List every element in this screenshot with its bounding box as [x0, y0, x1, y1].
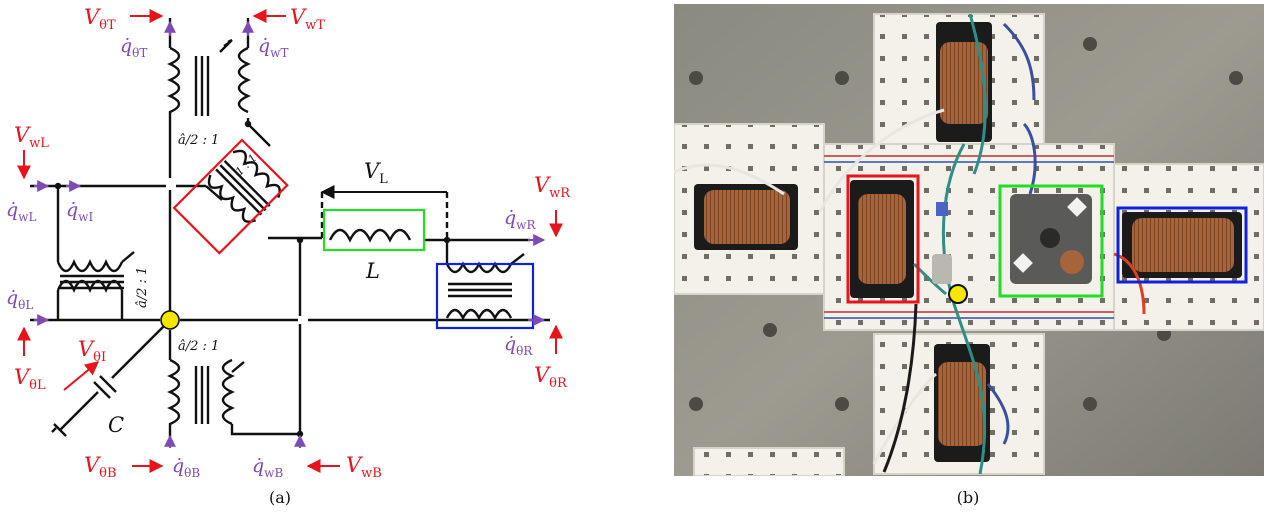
label-qd-wt: q̇wT: [258, 35, 288, 60]
label-capacitor: C: [108, 413, 124, 437]
label-v-thetab: VθB: [84, 453, 117, 481]
label-v-wt: VwT: [290, 5, 325, 33]
label-ratio-top: â/2 : 1: [178, 133, 219, 148]
yellow-node-marker: [160, 310, 180, 330]
label-qd-wi: q̇wI: [66, 199, 93, 224]
power-rails: [824, 155, 1114, 319]
label-qd-wl: q̇wL: [6, 199, 36, 224]
label-v-thetai: VθI: [78, 337, 106, 365]
label-ratio-bottom: â/2 : 1: [178, 339, 219, 354]
label-inductor-l: L: [365, 259, 380, 283]
green-highlight-box: [322, 208, 426, 252]
photo-red-box: [846, 174, 920, 304]
coil-center-red: [850, 180, 914, 298]
label-v-wb: VwB: [346, 453, 382, 481]
circuit-labels: VθT VwT q̇θT q̇wT VwL q̇wL q̇wI q̇θL VθL…: [6, 5, 571, 481]
caption-b: (b): [957, 488, 980, 507]
coil-top: [936, 22, 992, 142]
photo-blue-box: [1116, 206, 1248, 284]
junction-dots: [54, 120, 451, 438]
blue-highlight-box: [435, 262, 535, 330]
label-qd-wr: q̇wR: [504, 207, 536, 232]
pot-component: [936, 202, 948, 216]
hardware-photo: [674, 4, 1264, 476]
label-qd-thetar: q̇θR: [504, 333, 533, 358]
label-qd-wb: q̇wB: [252, 455, 283, 480]
label-qd-thetat: q̇θT: [120, 35, 147, 60]
photo-yellow-marker: [948, 284, 968, 304]
label-v-thetat: VθT: [84, 5, 116, 33]
caption-a: (a): [269, 488, 291, 507]
label-qd-thetab: q̇θB: [172, 455, 200, 480]
label-v-wr: VwR: [534, 173, 571, 201]
switch-component: [932, 254, 952, 284]
photo-green-box: [998, 184, 1104, 298]
label-v-l: VL: [364, 159, 388, 187]
label-v-thetal: VθL: [14, 365, 46, 393]
coil-left: [694, 184, 798, 250]
label-v-thetar: VθR: [534, 363, 568, 391]
circuit-schematic: [30, 18, 550, 440]
label-ratio-left: â/2 : 1: [135, 267, 150, 308]
voltage-arrows: [17, 9, 563, 473]
label-qd-thetal: q̇θL: [6, 287, 33, 312]
label-v-wl: VwL: [14, 123, 49, 151]
coil-right-blue: [1122, 212, 1242, 278]
red-highlight-box: [172, 138, 289, 255]
inductor-component: [1010, 194, 1092, 284]
flow-arrows: [34, 20, 546, 448]
